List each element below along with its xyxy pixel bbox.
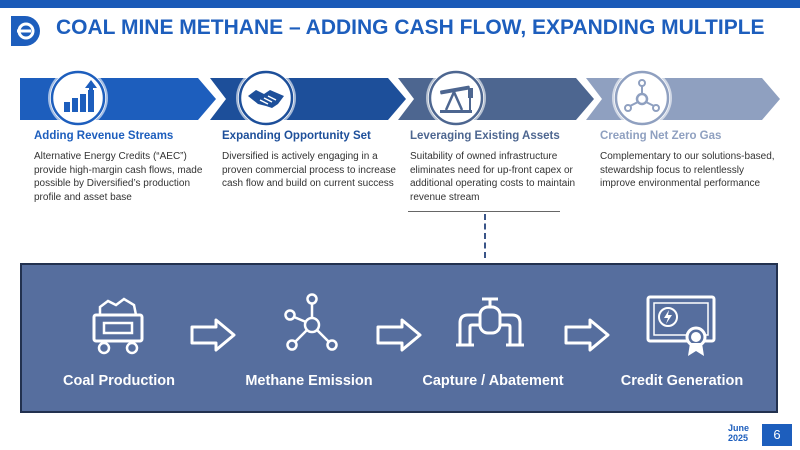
stage-circle-3	[428, 70, 484, 126]
footer-date: June 2025	[728, 423, 749, 443]
stage-description-3: Suitability of owned infrastructure elim…	[410, 151, 576, 203]
molecule-icon	[614, 70, 670, 126]
pipe-valve-icon	[456, 297, 524, 347]
stage-circle-1	[50, 70, 106, 126]
top-accent-bar	[0, 0, 800, 8]
process-step-label-3: Capture / Abatement	[422, 373, 564, 389]
stage-description-2: Diversified is actively engaging in a pr…	[222, 151, 396, 189]
bar-chart-growth-icon	[50, 70, 106, 126]
process-step-label-1: Coal Production	[63, 373, 175, 389]
pump-jack-icon	[428, 70, 484, 126]
handshake-icon	[238, 70, 294, 126]
stage-description-1: Alternative Energy Credits (“AEC”) provi…	[34, 151, 203, 203]
stage-circle-4	[614, 70, 670, 126]
process-arrow-1-icon	[190, 318, 236, 352]
coal-cart-icon	[92, 297, 144, 355]
process-arrow-3-icon	[564, 318, 610, 352]
page-number: 6	[762, 424, 792, 446]
diversified-logo-icon	[11, 16, 40, 46]
footer-year: 2025	[728, 433, 749, 443]
stage-title-2: Expanding Opportunity Set	[222, 130, 371, 142]
stage-title-3: Leveraging Existing Assets	[410, 130, 560, 142]
stage-description-4: Complementary to our solutions-based, st…	[600, 151, 775, 189]
methane-molecule-icon	[284, 293, 338, 351]
connector-dashed-line	[484, 214, 486, 258]
stage-circle-2	[238, 70, 294, 126]
process-step-label-4: Credit Generation	[620, 373, 744, 389]
stage-title-4: Creating Net Zero Gas	[600, 130, 722, 142]
process-arrow-2-icon	[376, 318, 422, 352]
certificate-icon	[646, 295, 716, 356]
highlight-underline	[408, 211, 560, 212]
stage-title-1: Adding Revenue Streams	[34, 130, 174, 142]
process-step-label-2: Methane Emission	[245, 373, 373, 389]
process-panel: Coal Production Methane Emission Capture…	[20, 263, 778, 413]
footer-month: June	[728, 423, 750, 433]
page-title: COAL MINE METHANE – ADDING CASH FLOW, EX…	[56, 16, 765, 39]
